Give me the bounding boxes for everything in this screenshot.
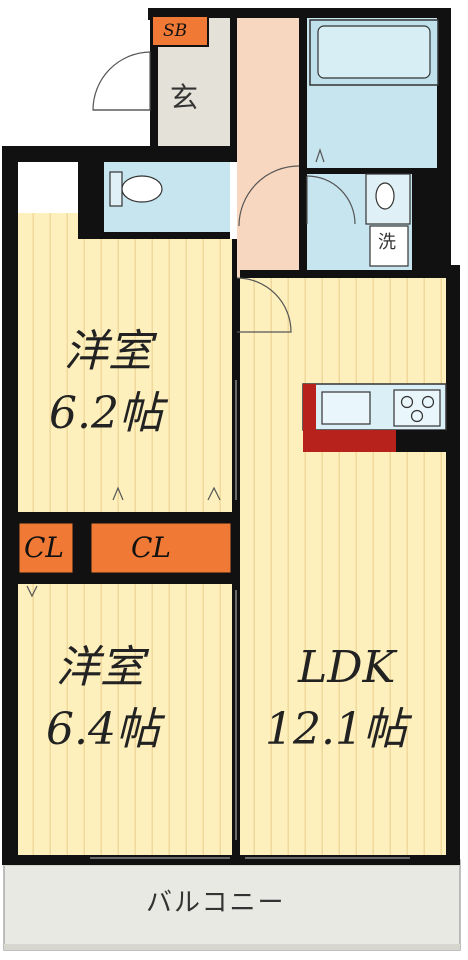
- toilet-bowl: [121, 175, 163, 203]
- western-room-1: [18, 213, 232, 512]
- shoe-box: [151, 15, 209, 47]
- doors: [26, 148, 356, 598]
- north-wall-left: [2, 146, 237, 162]
- ldk-room: [240, 278, 446, 855]
- toilet-tank: [109, 171, 123, 207]
- windows: [90, 380, 410, 859]
- closet-1-label: CL: [24, 531, 65, 564]
- closet-row: [16, 512, 234, 584]
- entrance-door: [92, 51, 151, 111]
- washroom: [307, 173, 437, 270]
- hallway: [237, 18, 446, 278]
- east-wall-lower: [446, 265, 460, 865]
- western-room-2-size: 6.4帖: [46, 704, 160, 755]
- entrance-label: 玄: [170, 81, 199, 114]
- east-wall-upper: [437, 8, 451, 270]
- washer-space: [369, 225, 409, 267]
- bathroom: [307, 18, 439, 174]
- western-room-2: [18, 584, 232, 855]
- toilet-room: [78, 162, 230, 239]
- west-wall: [2, 146, 18, 864]
- ldk-size: 12.1帖: [265, 704, 407, 755]
- washer-label: 洗: [378, 232, 396, 253]
- stove: [393, 389, 441, 427]
- kitchen-counter: [302, 383, 447, 452]
- western-room-1-name: 洋室: [64, 326, 152, 377]
- shoe-box-label: SB: [163, 21, 188, 41]
- south-wall: [2, 855, 460, 865]
- closet-2-label: CL: [131, 531, 172, 564]
- north-wall-top: [148, 8, 448, 20]
- western-room-1-size: 6.2帖: [49, 388, 163, 439]
- ldk-name: LDK: [298, 642, 396, 693]
- balcony-label: バルコニー: [146, 888, 286, 918]
- western-room-2-name: 洋室: [56, 642, 144, 693]
- kitchen-sink: [321, 391, 371, 425]
- entrance: [92, 8, 237, 153]
- partition-wall: [232, 239, 240, 855]
